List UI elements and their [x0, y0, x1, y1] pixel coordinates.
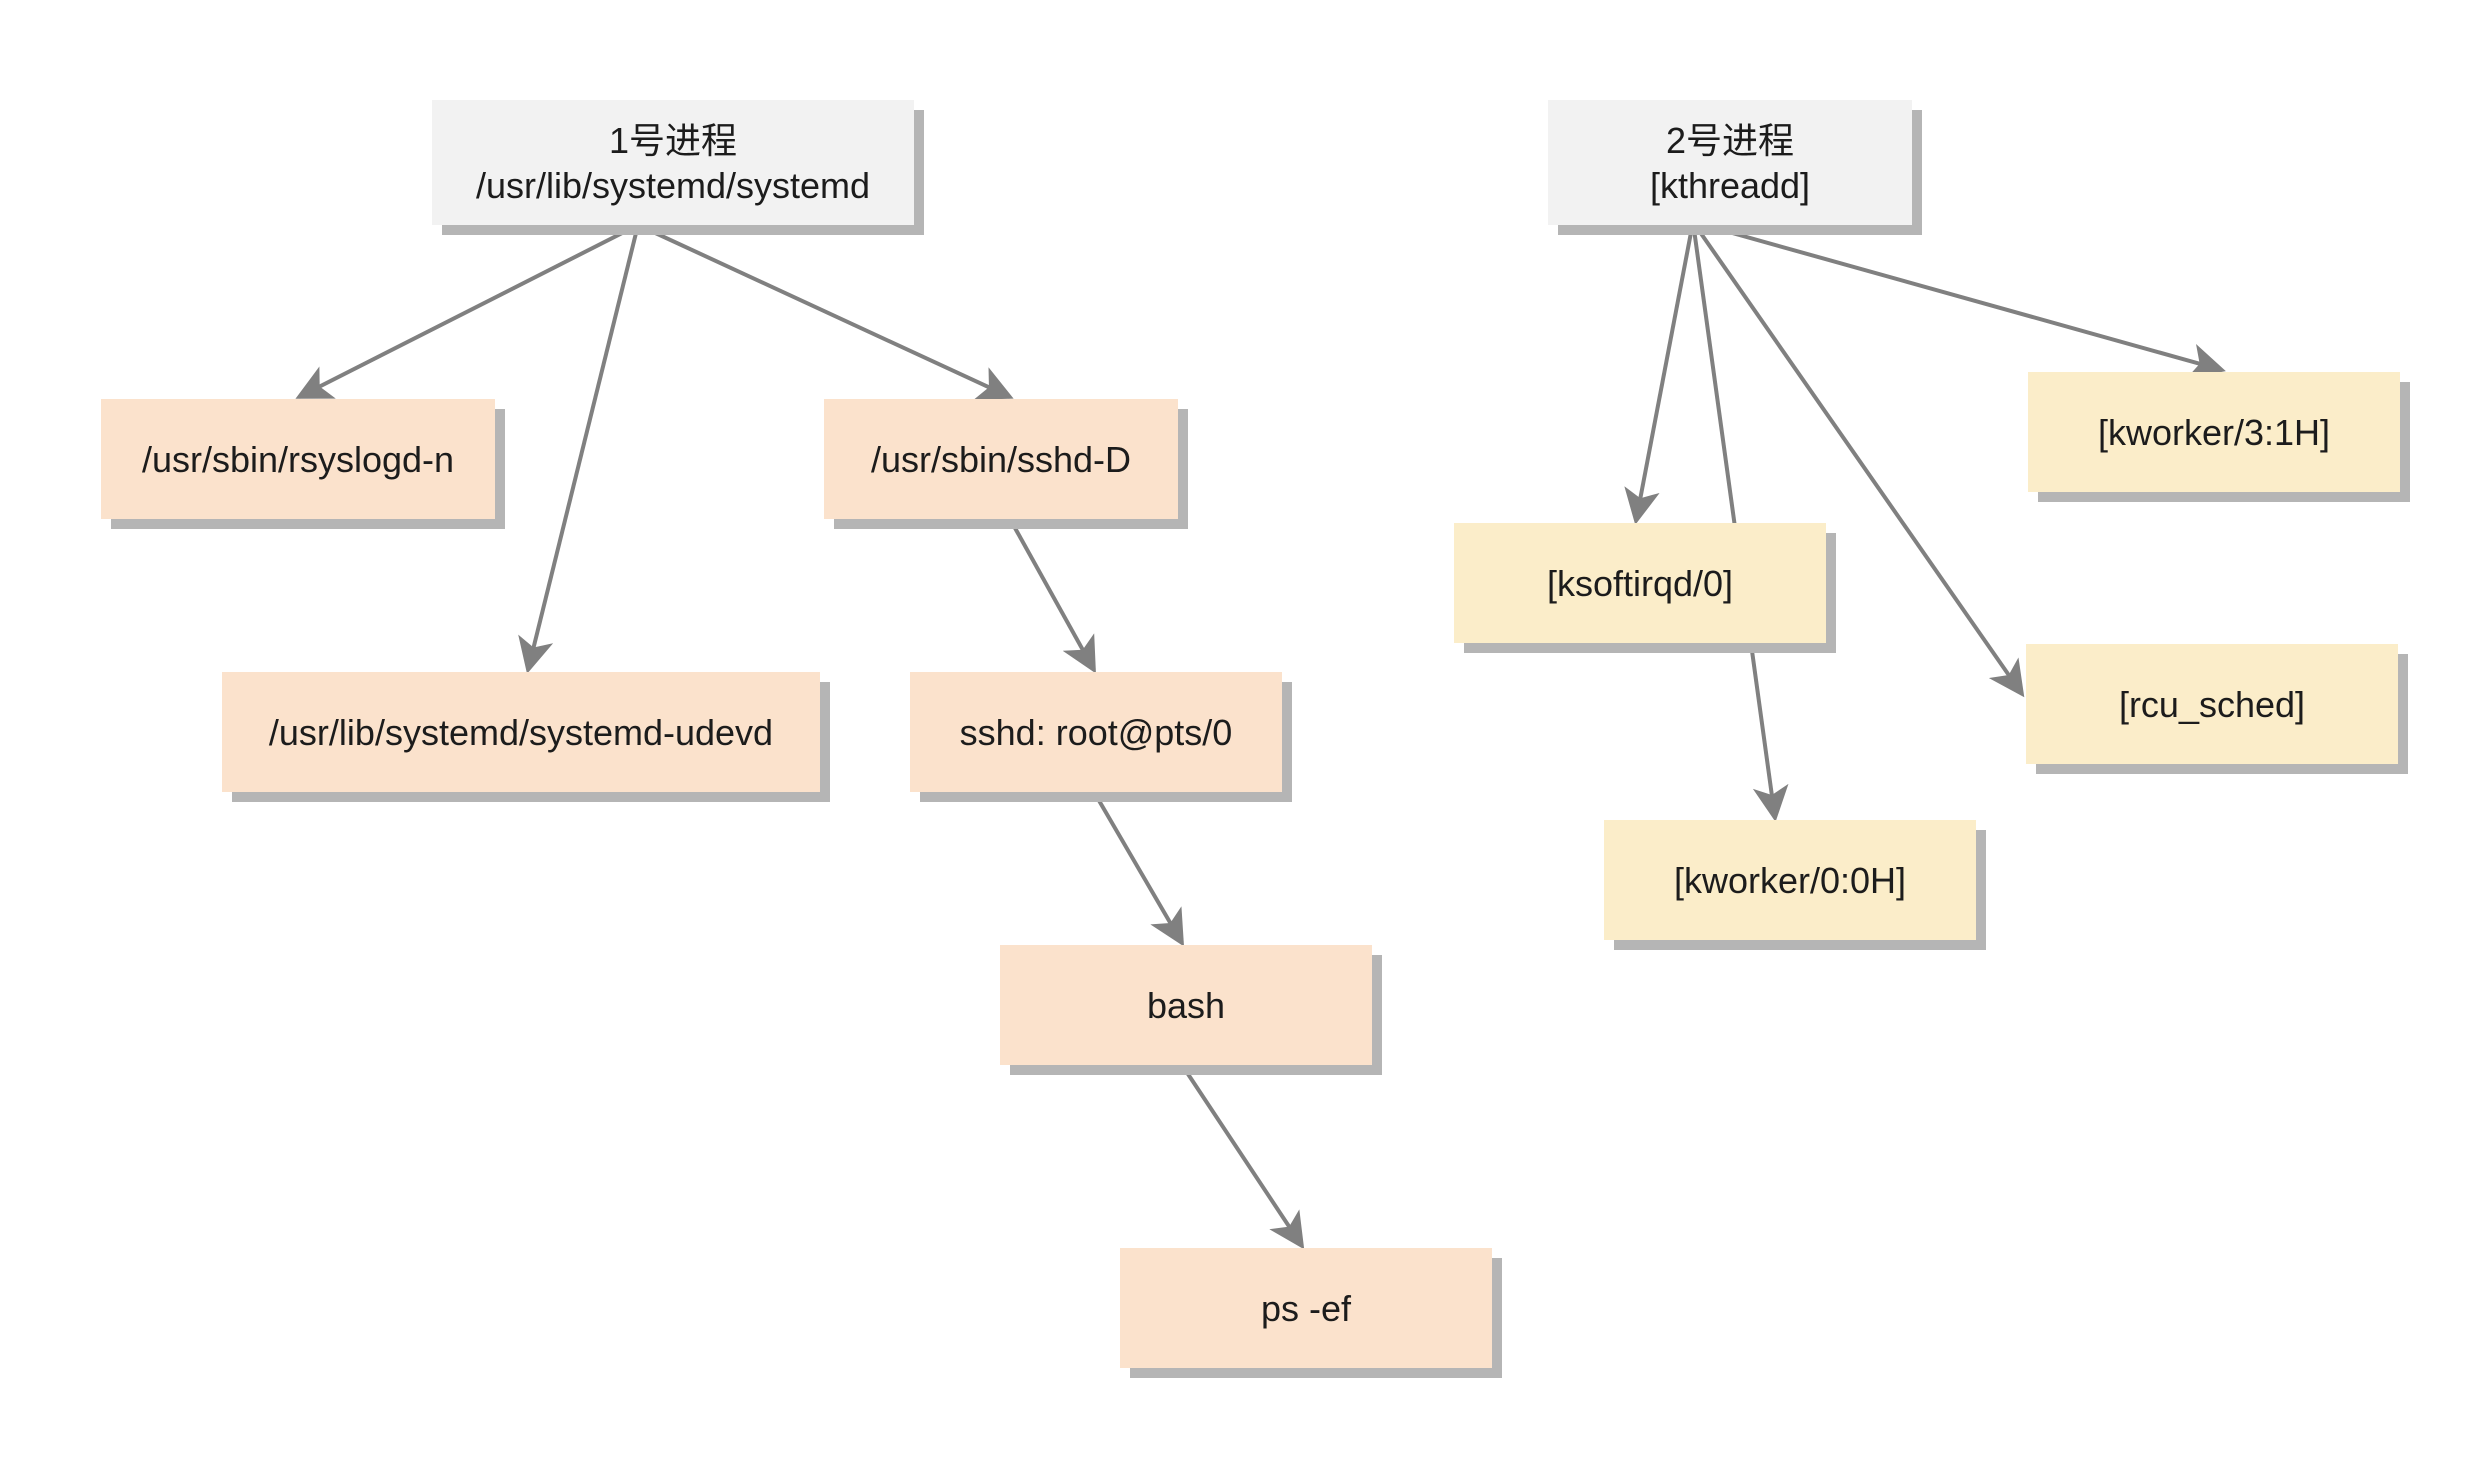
edge-kthreadd-to-ksoftirqd: [1624, 221, 1695, 525]
edge-systemd-to-sshd: [637, 223, 1014, 400]
edge-kthreadd-to-kworker0: [1691, 221, 1789, 822]
edge-kthreadd-to-rcu-sched: [1691, 220, 2025, 698]
edge-systemd-to-rsyslogd: [295, 223, 639, 399]
edge-group: [295, 220, 2226, 1250]
process-node-kworker3[interactable]: [kworker/3:1H]: [2028, 372, 2400, 492]
process-node-ps-ef[interactable]: ps -ef: [1120, 1248, 1492, 1368]
edge-sshd-to-sshd-root: [1008, 518, 1096, 674]
edge-sshd-root-to-bash: [1092, 790, 1185, 947]
process-node-bash[interactable]: bash: [1000, 945, 1372, 1065]
process-node-rsyslogd[interactable]: /usr/sbin/rsyslogd-n: [101, 399, 495, 519]
process-node-sshd-root[interactable]: sshd: root@pts/0: [910, 672, 1282, 792]
edge-bash-to-ps-ef: [1180, 1063, 1305, 1250]
edge-systemd-to-udevd: [518, 224, 640, 674]
process-node-systemd[interactable]: 1号进程 /usr/lib/systemd/systemd: [432, 100, 914, 225]
process-node-kworker0[interactable]: [kworker/0:0H]: [1604, 820, 1976, 940]
process-node-ksoftirqd[interactable]: [ksoftirqd/0]: [1454, 523, 1826, 643]
process-node-kthreadd[interactable]: 2号进程 [kthreadd]: [1548, 100, 1912, 225]
edge-kthreadd-to-kworker3: [1692, 220, 2226, 379]
process-node-udevd[interactable]: /usr/lib/systemd/systemd-udevd: [222, 672, 820, 792]
process-node-sshd[interactable]: /usr/sbin/sshd-D: [824, 399, 1178, 519]
process-node-rcu-sched[interactable]: [rcu_sched]: [2026, 644, 2398, 764]
